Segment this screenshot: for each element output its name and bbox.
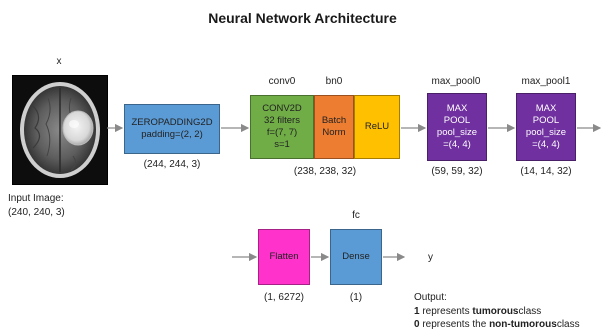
pool1-shape: (14, 14, 32) [520, 166, 572, 177]
brain-mri-image [12, 75, 108, 185]
pool0-name: max_pool0 [431, 76, 481, 87]
dense-name: fc [352, 210, 360, 221]
zeropadding-shape: (244, 244, 3) [143, 159, 201, 170]
dense-shape: (1) [349, 292, 363, 303]
output-line2-num: 0 [414, 319, 420, 330]
conv2d-title: CONV2D [262, 103, 302, 114]
output-line1-bold: tumorous [472, 306, 519, 317]
output-line2-bold: non-tumorous [489, 319, 557, 330]
output-line1-num: 1 [414, 306, 420, 317]
conv2d-filters: 32 filters [264, 115, 300, 126]
maxpool1-line3: pool_size [525, 127, 567, 138]
conv2d-box: CONV2D 32 filters f=(7, 7) s=1 [250, 95, 314, 159]
pool0-shape: (59, 59, 32) [431, 166, 483, 177]
conv-block-shape: (238, 238, 32) [293, 166, 357, 177]
output-line-1: 1 represents tumorousclass [414, 306, 541, 317]
maxpool1-line1: MAX [535, 103, 557, 114]
maxpool0-line4: =(4, 4) [443, 139, 471, 150]
diagram-title: Neural Network Architecture [208, 10, 397, 26]
maxpool0-line2: POOL [443, 115, 471, 126]
input-caption-line1: Input Image: [8, 193, 64, 204]
maxpool0-line1: MAX [446, 103, 468, 114]
maxpool1-box: MAX POOL pool_size =(4, 4) [516, 93, 576, 161]
maxpool1-line4: =(4, 4) [532, 139, 560, 150]
output-line-2: 0 represents the non-tumorousclass [414, 319, 580, 330]
output-line1-post: class [518, 306, 542, 317]
output-heading: Output: [414, 292, 447, 303]
conv2d-stride: s=1 [274, 139, 290, 150]
batchnorm-line1: Batch [321, 115, 347, 126]
flatten-box: Flatten [258, 229, 310, 285]
relu-box: ReLU [354, 95, 400, 159]
maxpool0-box: MAX POOL pool_size =(4, 4) [427, 93, 487, 161]
zeropadding-param: padding=(2, 2) [141, 129, 203, 140]
zeropadding-box: ZEROPADDING2D padding=(2, 2) [124, 104, 220, 154]
brain-mri-graphic [13, 76, 107, 184]
input-caption-line2: (240, 240, 3) [8, 207, 65, 218]
maxpool1-line2: POOL [532, 115, 560, 126]
bn-name: bn0 [325, 76, 343, 87]
flatten-shape: (1, 6272) [263, 292, 305, 303]
output-symbol: y [428, 252, 433, 263]
batchnorm-box: Batch Norm [314, 95, 354, 159]
batchnorm-line2: Norm [322, 127, 346, 138]
pool1-name: max_pool1 [521, 76, 571, 87]
zeropadding-title: ZEROPADDING2D [131, 117, 213, 128]
maxpool0-line3: pool_size [436, 127, 478, 138]
output-line2-pre: represents the [422, 319, 487, 330]
flatten-label: Flatten [269, 251, 299, 262]
output-line1-pre: represents [422, 306, 470, 317]
conv-name: conv0 [268, 76, 296, 87]
relu-label: ReLU [364, 121, 390, 132]
input-symbol: x [56, 56, 62, 67]
dense-label: Dense [342, 251, 370, 262]
dense-box: Dense [330, 229, 382, 285]
conv2d-kernel: f=(7, 7) [266, 127, 298, 138]
output-line2-post: class [556, 319, 580, 330]
